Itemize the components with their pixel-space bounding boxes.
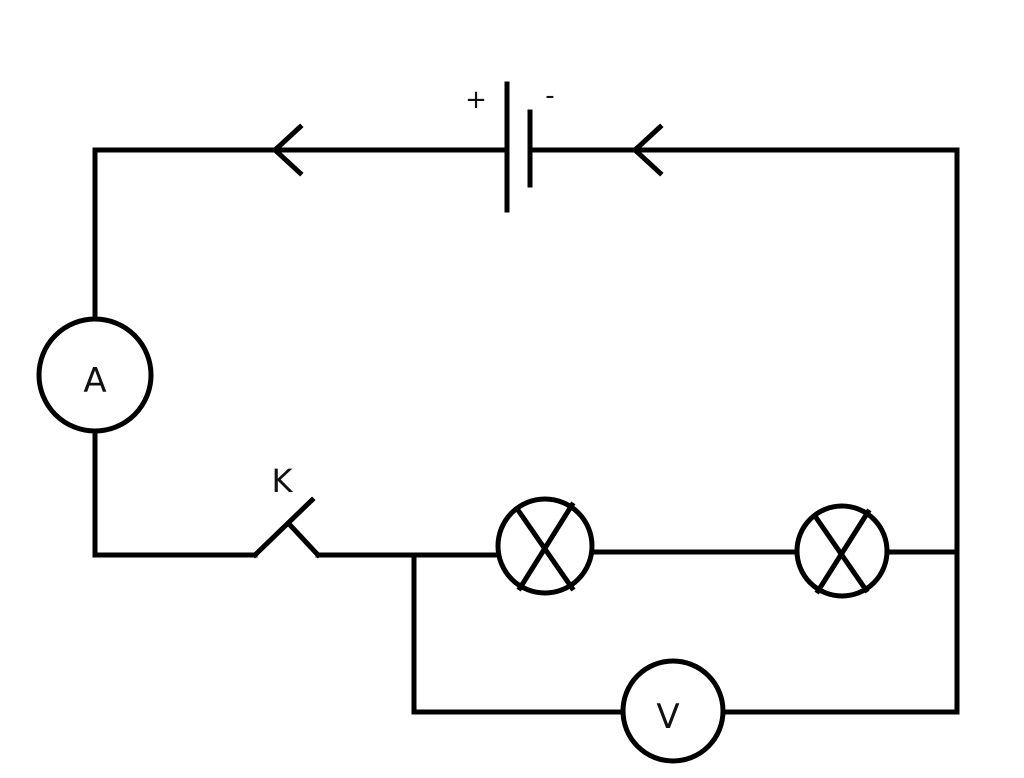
- wire-top-right-and-right-side: [527, 147, 960, 715]
- switch-contact: [286, 521, 322, 559]
- current-arrow-right-icon: [631, 123, 664, 177]
- ammeter-label: A: [83, 361, 106, 401]
- switch-lever: [251, 496, 316, 559]
- lamp-1-cross-b: [516, 501, 576, 592]
- current-arrow-left-icon: [271, 123, 304, 177]
- switch: K: [251, 462, 322, 559]
- voltmeter-circle: [620, 658, 726, 764]
- voltmeter: V: [620, 658, 726, 764]
- switch-label: K: [272, 462, 294, 500]
- battery-positive-label: +: [465, 85, 487, 115]
- lamp-1: [495, 496, 595, 596]
- voltmeter-label: V: [656, 697, 679, 737]
- lamp-2-cross-b: [814, 508, 872, 595]
- battery: + -: [465, 81, 555, 213]
- wire-top-left: [92, 147, 510, 317]
- battery-negative-label: -: [545, 81, 554, 111]
- wire-left-bottom: [92, 429, 258, 558]
- lamp-2: [794, 503, 890, 599]
- ammeter: A: [36, 316, 154, 434]
- wire-voltmeter-branch: [411, 552, 625, 715]
